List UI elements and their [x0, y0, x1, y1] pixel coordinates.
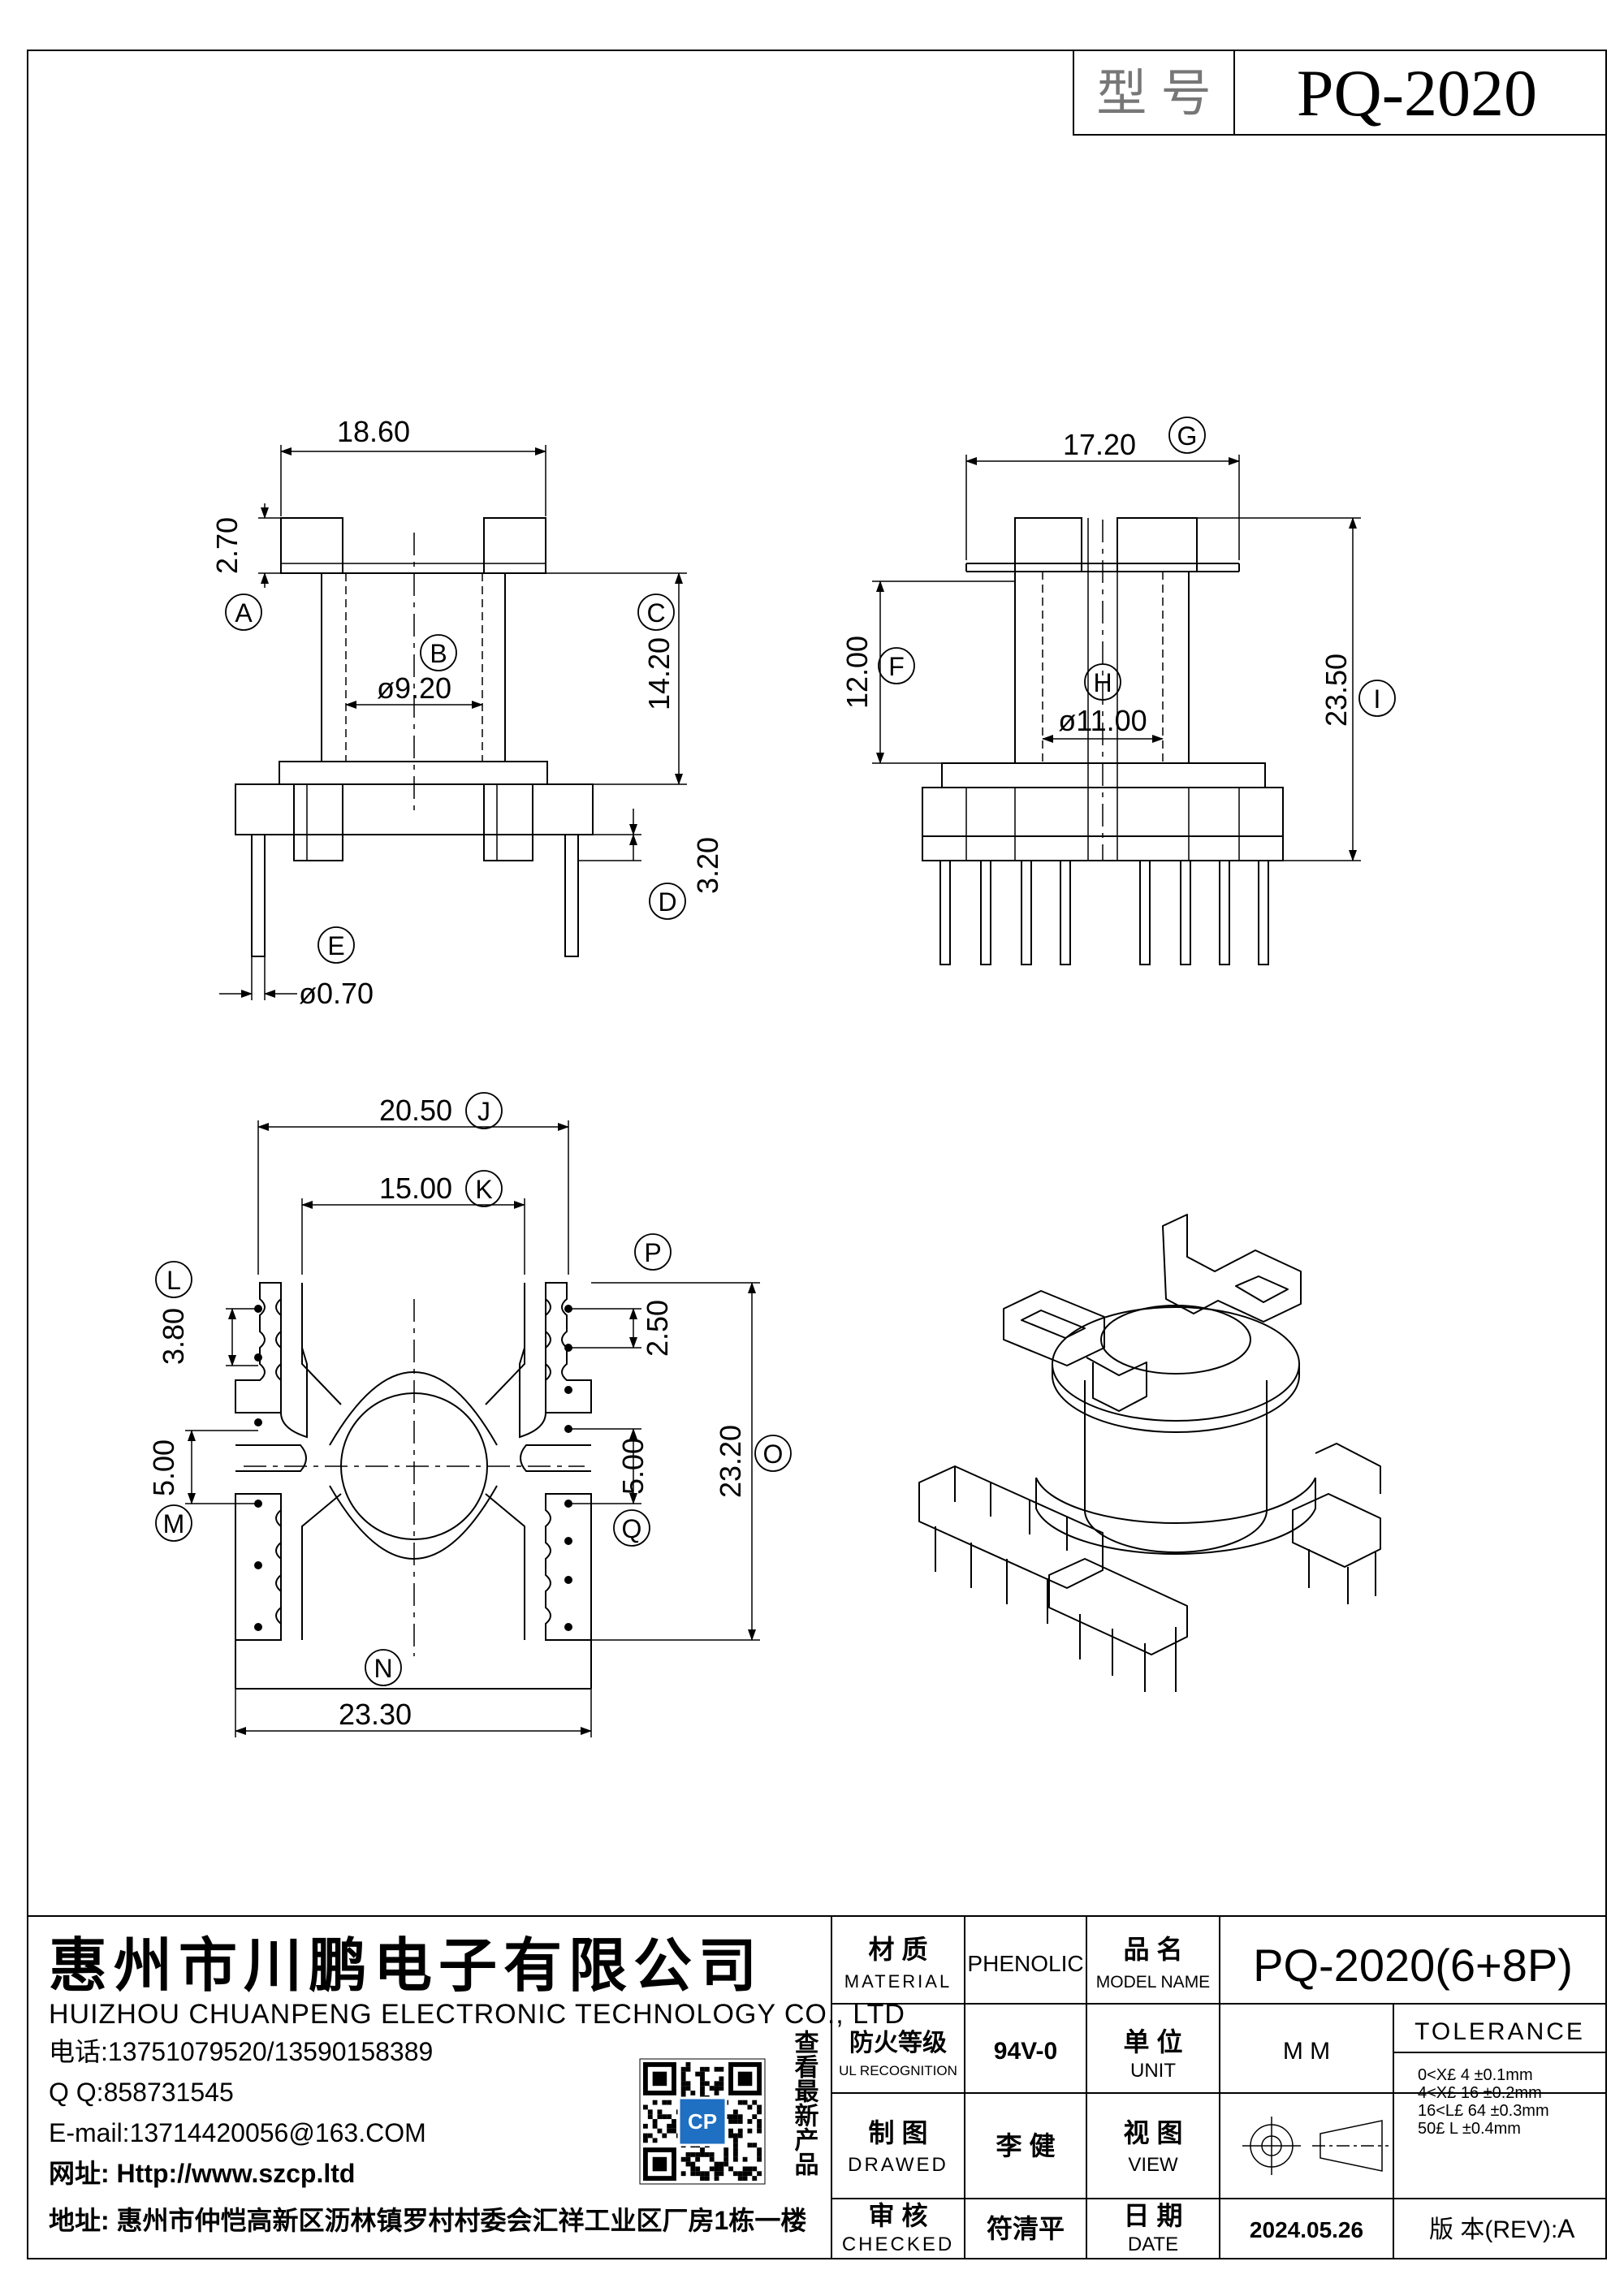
scan-text: 查看最新产品 [791, 2030, 819, 2176]
projection-symbol-icon [1242, 2117, 1389, 2175]
qr-logo: CP [688, 2109, 717, 2134]
dim-g-letter: G [1177, 421, 1198, 451]
dim-g-value: 17.20 [1063, 428, 1136, 461]
bottom-view-labels: 20.50 J 15.00 K L 3.80 5.00 M P 2.50 5.0… [147, 1092, 792, 1731]
dim-h-letter: H [1093, 668, 1112, 697]
side-view-labels: 17.20 G 12.00 F H ø11.00 23.50 I [840, 416, 1396, 737]
title-model-value: PQ-2020(6+8P) [1253, 1940, 1573, 1991]
tolerance-row-4: 50£ L ±0.4mm [1418, 2120, 1521, 2138]
fire-value: 94V-0 [994, 2038, 1057, 2065]
dim-o-value: 23.20 [714, 1425, 747, 1498]
qr-code[interactable]: CP [639, 2058, 766, 2185]
dim-b-value: ø9.20 [377, 671, 451, 705]
bottom-view-dimensions [185, 1120, 760, 1737]
dim-k-letter: K [475, 1175, 492, 1204]
checked-value: 符清平 [987, 2214, 1065, 2243]
drawn-cn: 制 图 [869, 2118, 928, 2147]
drawn-value: 李 健 [996, 2131, 1056, 2160]
model-label: 型 号 [1096, 66, 1211, 122]
dim-i-letter: I [1374, 684, 1381, 714]
company-website[interactable]: 网址: Http://www.szcp.ltd [49, 2159, 355, 2188]
isometric-view [918, 1214, 1381, 1692]
model-cn: 品 名 [1124, 1935, 1183, 1964]
dim-j-letter: J [477, 1097, 490, 1126]
material-cn: 材 质 [869, 1935, 928, 1964]
dim-c-letter: C [646, 598, 665, 628]
dim-p-letter: P [644, 1238, 661, 1267]
material-value: PHENOLIC [967, 1951, 1083, 1976]
dim-d-value: 3.20 [691, 837, 724, 894]
title-block-text: 材 质 MATERIAL PHENOLIC 品 名 MODEL NAME PQ-… [839, 1935, 1585, 2255]
fire-cn: 防火等级 [849, 2029, 947, 2056]
tolerance-row-1: 0<X£ 4 ±0.1mm [1418, 2066, 1533, 2084]
dim-f-value: 12.00 [840, 636, 874, 709]
company-info: 惠州市川鹏电子有限公司 HUIZHOU CHUANPENG ELECTRONIC… [49, 1934, 905, 2235]
front-view-dimensions [219, 445, 687, 1000]
drawn-en: DRAWED [848, 2154, 948, 2176]
dim-i-value: 23.50 [1320, 654, 1353, 727]
company-name-cn: 惠州市川鹏电子有限公司 [49, 1934, 763, 1999]
dim-a-value: 2.70 [210, 517, 244, 574]
front-view-labels: 18.60 2.70 A B ø9.20 C 14.20 3.20 D E ø0… [210, 415, 724, 1010]
header-model-box: 型 号 PQ-2020 [1073, 50, 1607, 136]
dim-q-value: 5.00 [616, 1438, 650, 1495]
company-name-en: HUIZHOU CHUANPENG ELECTRONIC TECHNOLOGY … [49, 1999, 905, 2030]
unit-en: UNIT [1130, 2060, 1176, 2082]
bottom-view [235, 1282, 592, 1690]
title-block [28, 1915, 1606, 2259]
model-value: PQ-2020 [1297, 56, 1537, 130]
dim-a-letter: A [235, 598, 253, 628]
view-cn: 视 图 [1124, 2118, 1183, 2147]
dim-m-value: 5.00 [147, 1439, 180, 1496]
dim-d-letter: D [658, 887, 676, 917]
tolerance-row-3: 16<L£ 64 ±0.3mm [1418, 2102, 1549, 2120]
dim-e-letter: E [327, 931, 344, 960]
dim-f-letter: F [888, 652, 905, 681]
company-address: 地址: 惠州市仲恺高新区沥林镇罗村村委会汇祥工业区厂房1栋一楼 [49, 2206, 806, 2235]
fire-en: UL RECOGNITION [839, 2063, 957, 2078]
dim-l-value: 3.80 [157, 1308, 190, 1365]
company-email: E-mail:13714420056@163.COM [49, 2118, 426, 2147]
dim-n-letter: N [374, 1654, 392, 1683]
tolerance-row-2: 4<X£ 16 ±0.2mm [1418, 2084, 1542, 2102]
unit-value: M M [1283, 2038, 1330, 2065]
view-en: VIEW [1128, 2154, 1178, 2176]
dim-j-value: 20.50 [379, 1094, 452, 1127]
dim-m-letter: M [163, 1509, 185, 1539]
date-en: DATE [1128, 2233, 1178, 2255]
company-phone: 电话:13751079520/13590158389 [49, 2037, 433, 2066]
dim-q-letter: Q [622, 1514, 642, 1543]
dim-c-value: 14.20 [642, 637, 676, 710]
dim-n-value: 23.30 [339, 1698, 412, 1731]
side-view [922, 517, 1284, 965]
rev-label: 版 本(REV): [1429, 2216, 1557, 2243]
date-value: 2024.05.26 [1250, 2217, 1363, 2242]
sheet-border [27, 50, 1607, 2259]
unit-cn: 单 位 [1124, 2027, 1183, 2056]
dim-p-value: 2.50 [641, 1300, 674, 1357]
dim-e-value: ø0.70 [299, 977, 374, 1010]
front-view [235, 517, 594, 957]
date-cn: 日 期 [1124, 2201, 1183, 2230]
dim-k-value: 15.00 [379, 1172, 452, 1205]
checked-cn: 审 核 [869, 2201, 928, 2230]
company-qq: Q Q:858731545 [49, 2078, 234, 2107]
dim-top-width: 18.60 [337, 415, 410, 448]
material-en: MATERIAL [844, 1971, 952, 1992]
tolerance-label: TOLERANCE [1415, 2018, 1585, 2045]
rev-value: A [1557, 2214, 1575, 2243]
dim-o-letter: O [763, 1439, 784, 1469]
dim-h-value: ø11.00 [1058, 704, 1147, 737]
side-view-dimensions [872, 455, 1361, 861]
model-en: MODEL NAME [1096, 1973, 1210, 1992]
dim-b-letter: B [430, 639, 447, 668]
dim-l-letter: L [166, 1266, 181, 1295]
checked-en: CHECKED [842, 2233, 954, 2255]
